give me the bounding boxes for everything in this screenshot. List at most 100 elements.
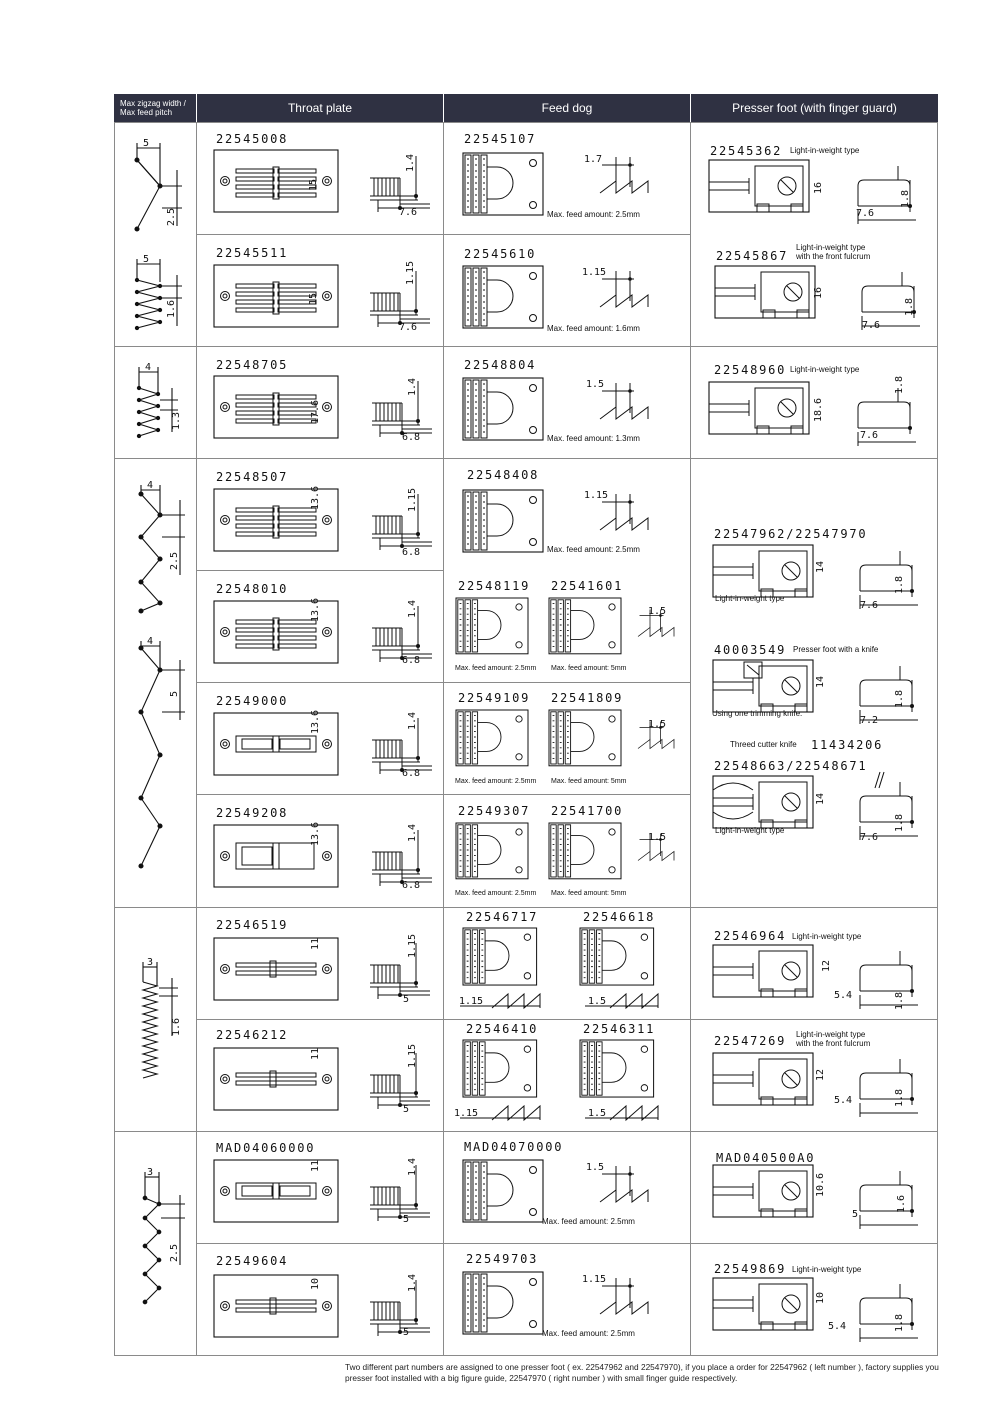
header-feed-label: Feed dog — [541, 101, 593, 115]
feed-pitch: 1.7 — [584, 154, 602, 165]
feed-pitch: 1.5 — [588, 1108, 606, 1119]
feed-pitch: 1.15 — [454, 1108, 478, 1119]
foot-width: 16 — [813, 182, 824, 194]
presser-foot-type: Light-in-weight type — [715, 594, 785, 603]
plate-thickness: 1.4 — [407, 1158, 418, 1176]
plate-offset: 7.6 — [399, 207, 417, 218]
max-feed-amount: Max. feed amount: 2.5mm — [455, 890, 537, 897]
feed-pitch: 1.15 — [582, 1274, 606, 1285]
header-presser-label: Presser foot (with finger guard) — [732, 101, 897, 115]
zigzag-width: 4 — [145, 362, 151, 373]
zigzag-pitch: 1.6 — [171, 1018, 182, 1036]
feed-dog-part-number: 22546618 — [583, 910, 656, 924]
foot-width: 12 — [815, 1069, 826, 1081]
cutter-knife-part-number: 11434206 — [811, 738, 884, 752]
presser-foot-part-number: MAD040500A0 — [716, 1151, 816, 1165]
plate-width: 13.6 — [310, 710, 321, 734]
plate-offset: 5 — [403, 1327, 409, 1338]
throat-plate-part-number: 22545008 — [216, 132, 289, 146]
feed-dog-part-number: 22549703 — [466, 1252, 539, 1266]
presser-foot-type: Light-in-weight type — [790, 146, 860, 155]
feed-dog-part-number: 22546311 — [583, 1022, 656, 1036]
zigzag-width: 3 — [147, 957, 153, 968]
zigzag-width: 3 — [147, 1167, 153, 1178]
max-feed-amount: Max. feed amount: 2.5mm — [455, 778, 537, 785]
max-feed-amount: Max. feed amount: 1.6mm — [547, 324, 640, 333]
feed-dog-part-number: 22545610 — [464, 247, 537, 261]
foot-width: 10 — [815, 1292, 826, 1304]
cutter-knife-label: Threed cutter knife — [730, 740, 797, 749]
feed-pitch: 1.15 — [582, 267, 606, 278]
max-feed-amount: Max. feed amount: 2.5mm — [455, 665, 537, 672]
foot-width: 14 — [815, 561, 826, 573]
zigzag-pitch: 1.3 — [171, 412, 182, 430]
foot-height: 1.8 — [894, 1314, 905, 1332]
header-zigzag: Max zigzag width / Max feed pitch — [114, 94, 196, 122]
feed-dog-part-number: 22546410 — [466, 1022, 539, 1036]
foot-width: 12 — [821, 960, 832, 972]
foot-width: 18.6 — [813, 398, 824, 422]
footnote: Two different part numbers are assigned … — [345, 1362, 939, 1383]
throat-plate-part-number: 22546519 — [216, 918, 289, 932]
feed-pitch: 1.5 — [648, 832, 666, 843]
foot-width: 14 — [815, 793, 826, 805]
feed-dog-part-number: 22549109 — [458, 691, 531, 705]
throat-plate-part-number: 22548010 — [216, 582, 289, 596]
plate-offset: 6.8 — [402, 768, 420, 779]
presser-foot-part-number: 40003549 — [714, 643, 787, 657]
foot-offset: 5.4 — [828, 1321, 846, 1332]
foot-offset: 7.6 — [862, 320, 880, 331]
max-feed-amount: Max. feed amount: 5mm — [551, 778, 627, 785]
presser-foot-part-number: 22545867 — [716, 249, 789, 263]
foot-offset: 7.6 — [860, 600, 878, 611]
plate-width: 11 — [310, 938, 321, 950]
plate-thickness: 1.15 — [407, 934, 418, 958]
presser-foot-part-number: 22548663/22548671 — [714, 759, 868, 773]
throat-plate-part-number: 22545511 — [216, 246, 289, 260]
plate-offset: 5 — [403, 1104, 409, 1115]
feed-dog-part-number: 22548408 — [467, 468, 540, 482]
plate-width: 11 — [310, 1160, 321, 1172]
foot-offset: 7.6 — [860, 430, 878, 441]
plate-width: 10 — [310, 1278, 321, 1290]
max-feed-amount: Max. feed amount: 2.5mm — [542, 1217, 635, 1226]
presser-foot-type: Light-in-weight type — [715, 826, 785, 835]
zigzag-pitch: 2.5 — [166, 208, 177, 226]
presser-foot-type: Light-in-weight type — [792, 932, 862, 941]
foot-offset: 5.4 — [834, 990, 852, 1001]
header-feed-dog: Feed dog — [444, 94, 690, 122]
feed-pitch: 1.15 — [584, 490, 608, 501]
header-presser-foot: Presser foot (with finger guard) — [691, 94, 938, 122]
presser-foot-part-number: 22546964 — [714, 929, 787, 943]
throat-plate-part-number: 22549000 — [216, 694, 289, 708]
presser-foot-part-number: 22547269 — [714, 1034, 787, 1048]
plate-thickness: 1.4 — [407, 824, 418, 842]
zigzag-width: 5 — [143, 138, 149, 149]
foot-height: 1.8 — [894, 1089, 905, 1107]
foot-width: 16 — [813, 287, 824, 299]
max-feed-amount: Max. feed amount: 5mm — [551, 890, 627, 897]
max-feed-amount: Max. feed amount: 2.5mm — [542, 1329, 635, 1338]
zigzag-pitch: 2.5 — [169, 552, 180, 570]
max-feed-amount: Max. feed amount: 2.5mm — [547, 210, 640, 219]
throat-plate-part-number: 22549604 — [216, 1254, 289, 1268]
plate-thickness: 1.15 — [407, 488, 418, 512]
plate-width: 15 — [308, 293, 319, 305]
foot-height: 1.8 — [900, 190, 911, 208]
plate-width: 15 — [308, 179, 319, 191]
foot-width: 14 — [815, 676, 826, 688]
presser-foot-type: Light-in-weight type — [796, 243, 866, 252]
plate-offset: 5 — [403, 1214, 409, 1225]
plate-width: 13.6 — [310, 822, 321, 846]
presser-foot-type: Light-in-weight type — [792, 1265, 862, 1274]
plate-thickness: 1.15 — [405, 261, 416, 285]
feed-pitch: 1.5 — [648, 606, 666, 617]
plate-thickness: 1.4 — [405, 154, 416, 172]
plate-thickness: 1.4 — [407, 600, 418, 618]
foot-height: 1.8 — [894, 992, 905, 1010]
plate-thickness: 1.4 — [407, 712, 418, 730]
zigzag-pitch: 1.6 — [166, 300, 177, 318]
